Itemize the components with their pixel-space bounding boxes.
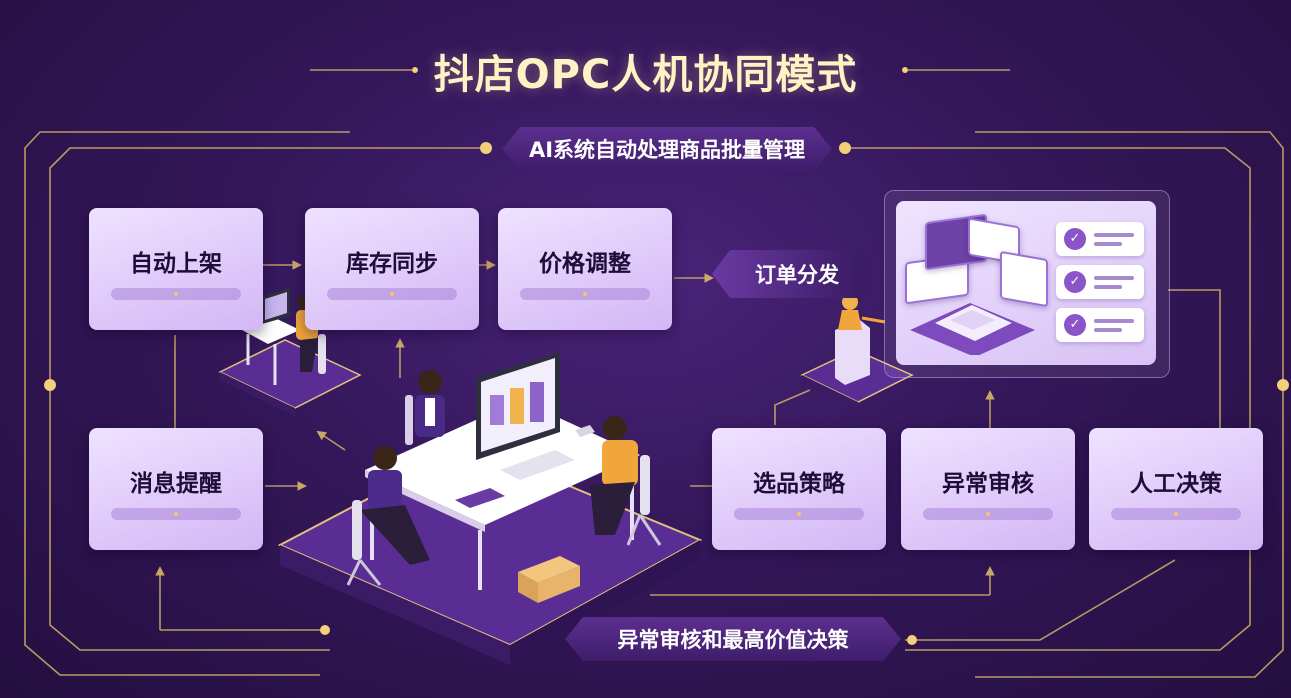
conn-panel-right xyxy=(1168,289,1221,428)
node-dot xyxy=(1277,379,1289,391)
small-desk-illustration xyxy=(218,288,362,416)
card-label: 价格调整 xyxy=(539,251,631,277)
card-inventory-sync: 库存同步 xyxy=(305,208,479,330)
card-dot xyxy=(174,512,178,516)
card-label: 选品策略 xyxy=(753,471,845,497)
card-dot xyxy=(583,292,587,296)
checklist-line xyxy=(1094,328,1122,332)
node-dot xyxy=(412,67,418,73)
checklist-line xyxy=(1094,242,1122,246)
card-label: 异常审核 xyxy=(942,471,1034,497)
card-dot xyxy=(797,512,801,516)
checklist-line xyxy=(1094,233,1134,237)
floating-screen xyxy=(1000,250,1048,308)
banner-order-dispatch: 订单分发 xyxy=(712,250,882,298)
card-label: 人工决策 xyxy=(1130,471,1222,497)
checklist-item: ✓ xyxy=(1056,308,1144,342)
conn-center-left xyxy=(316,430,346,451)
node-dot xyxy=(902,67,908,73)
checklist-line xyxy=(1094,285,1122,289)
card-price-adjust: 价格调整 xyxy=(498,208,672,330)
check-circle-icon: ✓ xyxy=(1064,228,1086,250)
card-label: 库存同步 xyxy=(346,251,438,277)
checklist-item: ✓ xyxy=(1056,222,1144,256)
card-dot xyxy=(174,292,178,296)
card-dot xyxy=(986,512,990,516)
card-label: 自动上架 xyxy=(130,251,222,277)
banner-exception-decision: 异常审核和最高价值决策 xyxy=(565,617,901,661)
card-product-strategy: 选品策略 xyxy=(712,428,886,550)
node-dot xyxy=(839,142,851,154)
card-message-alert: 消息提醒 xyxy=(89,428,263,550)
card-label: 消息提醒 xyxy=(130,471,222,497)
banner-ai-system: AI系统自动处理商品批量管理 xyxy=(502,127,832,171)
center-desk-illustration xyxy=(277,352,703,665)
card-dot xyxy=(1174,512,1178,516)
frame-right-outer xyxy=(975,131,1284,678)
conn-bottom-right xyxy=(905,559,1176,641)
check-circle-icon: ✓ xyxy=(1064,271,1086,293)
checklist-line xyxy=(1094,276,1134,280)
frame-left xyxy=(24,131,350,676)
card-auto-listing: 自动上架 xyxy=(89,208,263,330)
node-dot xyxy=(480,142,492,154)
node-dot xyxy=(320,625,330,635)
card-exception-review: 异常审核 xyxy=(901,428,1075,550)
page-title: 抖店OPC人机协同模式 xyxy=(433,52,858,98)
conn-podium xyxy=(774,389,811,425)
card-human-decision: 人工决策 xyxy=(1089,428,1263,550)
frame-right xyxy=(845,147,1251,651)
check-circle-icon: ✓ xyxy=(1064,314,1086,336)
node-dot xyxy=(907,635,917,645)
card-dot xyxy=(390,292,394,296)
checklist-line xyxy=(1094,319,1134,323)
node-dot xyxy=(44,379,56,391)
dashboard-screens-illustration xyxy=(910,303,1035,355)
checklist-item: ✓ xyxy=(1056,265,1144,299)
frame-left-inner xyxy=(49,147,486,651)
